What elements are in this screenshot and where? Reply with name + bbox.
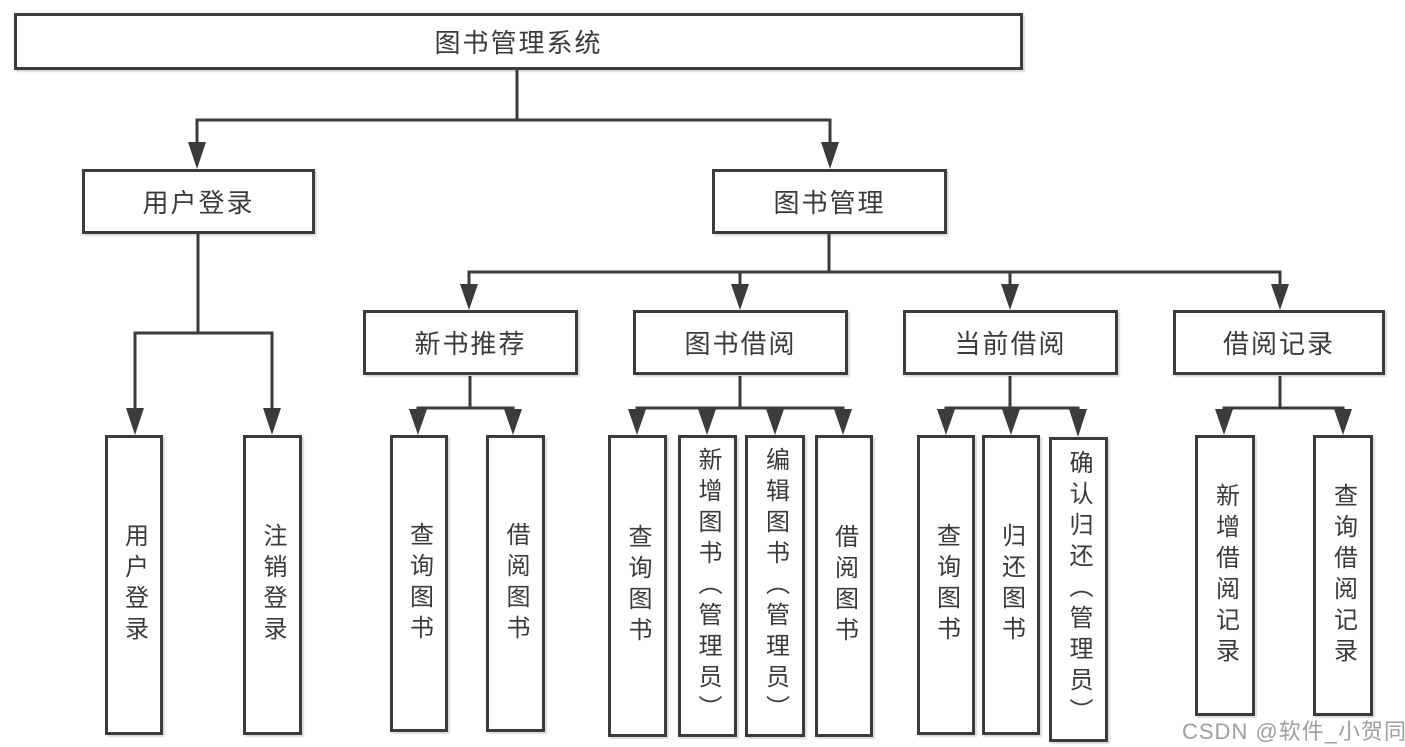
node-current-borrow: 当前借阅 [903,310,1118,375]
node-root: 图书管理系统 [14,13,1023,70]
node-leaf-logout-login: 注销登录 [243,435,302,735]
node-leaf-edit-books-admin: 编辑图书（管理员） [745,435,805,737]
arrowheads-book-borrow-children [628,409,852,435]
connector-borrow-records-children [1222,376,1345,411]
node-leaf-borrow-books-recommend: 借阅图书 [486,435,545,732]
node-book-management: 图书管理 [712,169,947,234]
arrowheads-new-book-rec-children [409,409,522,435]
arrowheads-book-mgmt-children [460,284,1289,310]
node-leaf-user-login: 用户登录 [105,435,163,735]
node-leaf-add-books-admin: 新增图书（管理员） [678,435,737,737]
node-leaf-query-books-current: 查询图书 [917,435,975,735]
connector-root-to-level2 [195,70,832,144]
node-borrow-records: 借阅记录 [1173,310,1385,375]
node-leaf-borrow-books: 借阅图书 [815,435,873,737]
connector-book-borrow-children [635,376,845,411]
node-leaf-query-books-recommend: 查询图书 [390,435,448,732]
node-new-book-recommend: 新书推荐 [363,310,578,375]
arrowheads-level2 [188,142,839,169]
connector-new-book-rec-children [416,376,515,411]
connector-book-mgmt-children [467,234,1282,286]
watermark: CSDN @软件_小贺同学 [1182,719,1405,744]
node-book-borrow: 图书借阅 [633,310,848,375]
node-leaf-return-books: 归还图书 [982,435,1040,735]
arrowheads-borrow-records-children [1215,409,1352,435]
connector-current-borrow-children [944,376,1080,411]
node-leaf-add-borrow-record: 新增借阅记录 [1195,435,1255,716]
node-leaf-query-borrow-record: 查询借阅记录 [1313,435,1373,716]
node-leaf-confirm-return-admin: 确认归还（管理员） [1049,437,1108,742]
connector-user-login-children [133,234,274,410]
node-leaf-query-books-borrow: 查询图书 [608,435,667,737]
arrowheads-user-login-children [126,408,281,435]
arrowheads-current-borrow-children [937,409,1087,437]
node-user-login: 用户登录 [82,169,315,234]
